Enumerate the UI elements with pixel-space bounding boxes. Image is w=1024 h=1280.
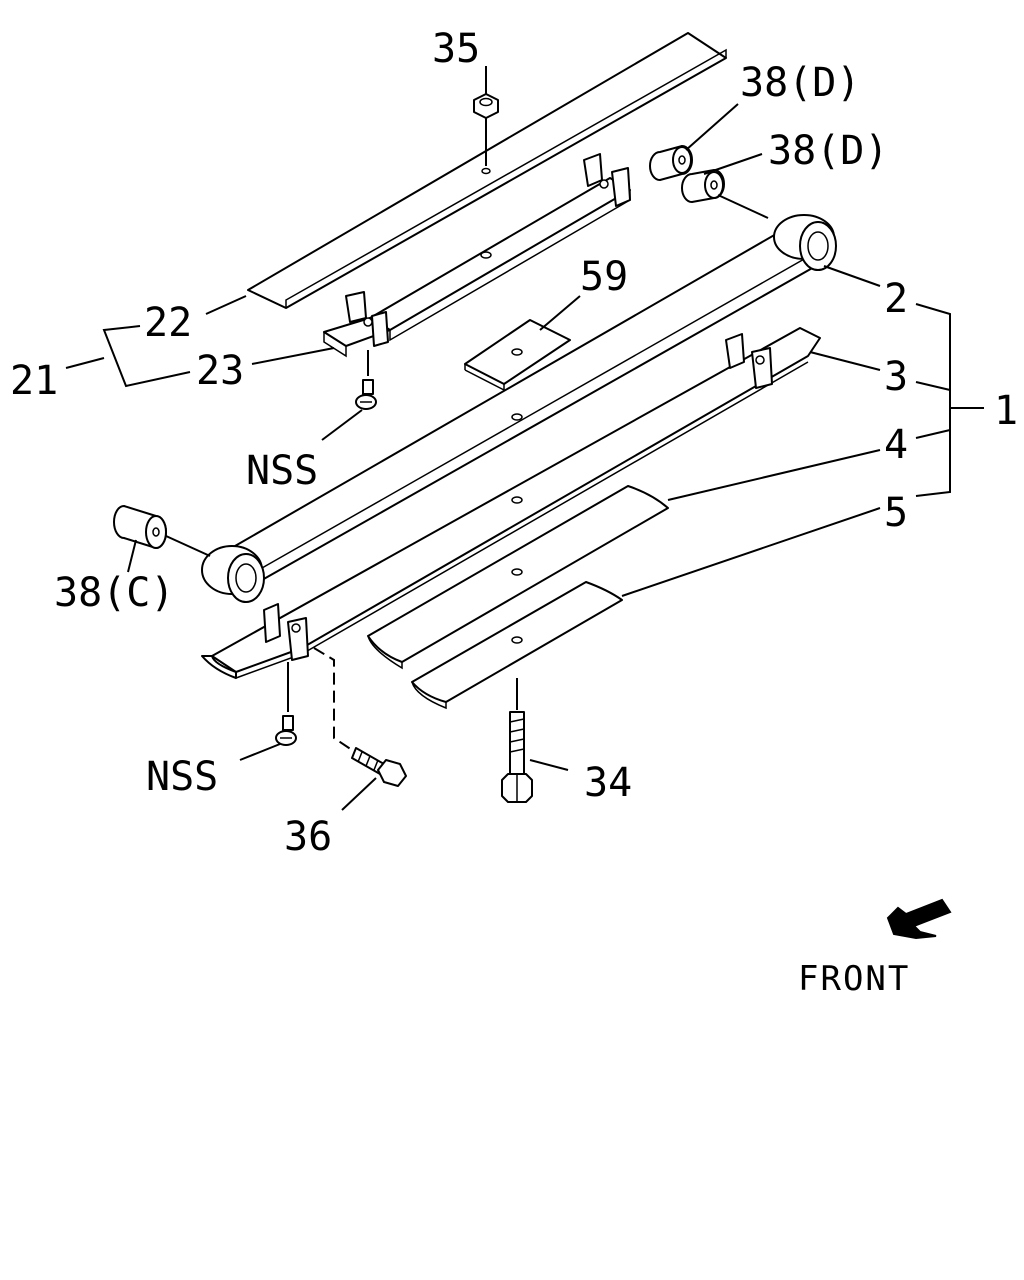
part-4-leaf bbox=[367, 485, 669, 670]
label-part-38d-b: 38(D) bbox=[768, 128, 888, 174]
part-3-leaf bbox=[201, 327, 821, 680]
part-23-rail bbox=[323, 153, 631, 358]
label-part-34: 34 bbox=[584, 760, 632, 806]
part-36-bolt bbox=[313, 647, 407, 787]
part-38c-bushing bbox=[113, 505, 211, 557]
label-part-22: 22 bbox=[144, 300, 192, 346]
label-part-5: 5 bbox=[884, 490, 908, 536]
part-35-nut bbox=[473, 93, 499, 166]
upper-nss-screw bbox=[355, 350, 377, 410]
leader-lines bbox=[65, 66, 984, 811]
label-part-36: 36 bbox=[284, 814, 332, 860]
label-part-23: 23 bbox=[196, 348, 244, 394]
part-38d-bushing-a bbox=[649, 145, 693, 181]
label-part-1: 1 bbox=[994, 388, 1018, 434]
part-2-main-leaf bbox=[201, 214, 837, 603]
label-part-3: 3 bbox=[884, 354, 908, 400]
lower-nss-screw bbox=[275, 662, 297, 746]
label-part-38d-a: 38(D) bbox=[740, 60, 860, 106]
front-arrow-icon bbox=[886, 898, 952, 940]
label-part-35: 35 bbox=[432, 26, 480, 72]
part-38d-bushing-b bbox=[681, 169, 725, 203]
label-part-38c: 38(C) bbox=[54, 570, 174, 616]
part-34-center-bolt bbox=[501, 678, 533, 803]
bushing-b-leader bbox=[717, 194, 769, 219]
part-59-plate bbox=[464, 319, 571, 391]
label-nss-lower: NSS bbox=[146, 754, 218, 800]
label-part-21: 21 bbox=[10, 358, 58, 404]
label-part-59: 59 bbox=[580, 254, 628, 300]
label-part-4: 4 bbox=[884, 422, 908, 468]
label-nss-upper: NSS bbox=[246, 448, 318, 494]
part-22-plate bbox=[247, 32, 727, 309]
label-part-2: 2 bbox=[884, 276, 908, 322]
part-5-leaf bbox=[411, 581, 623, 710]
label-front: FRONT bbox=[798, 959, 910, 999]
